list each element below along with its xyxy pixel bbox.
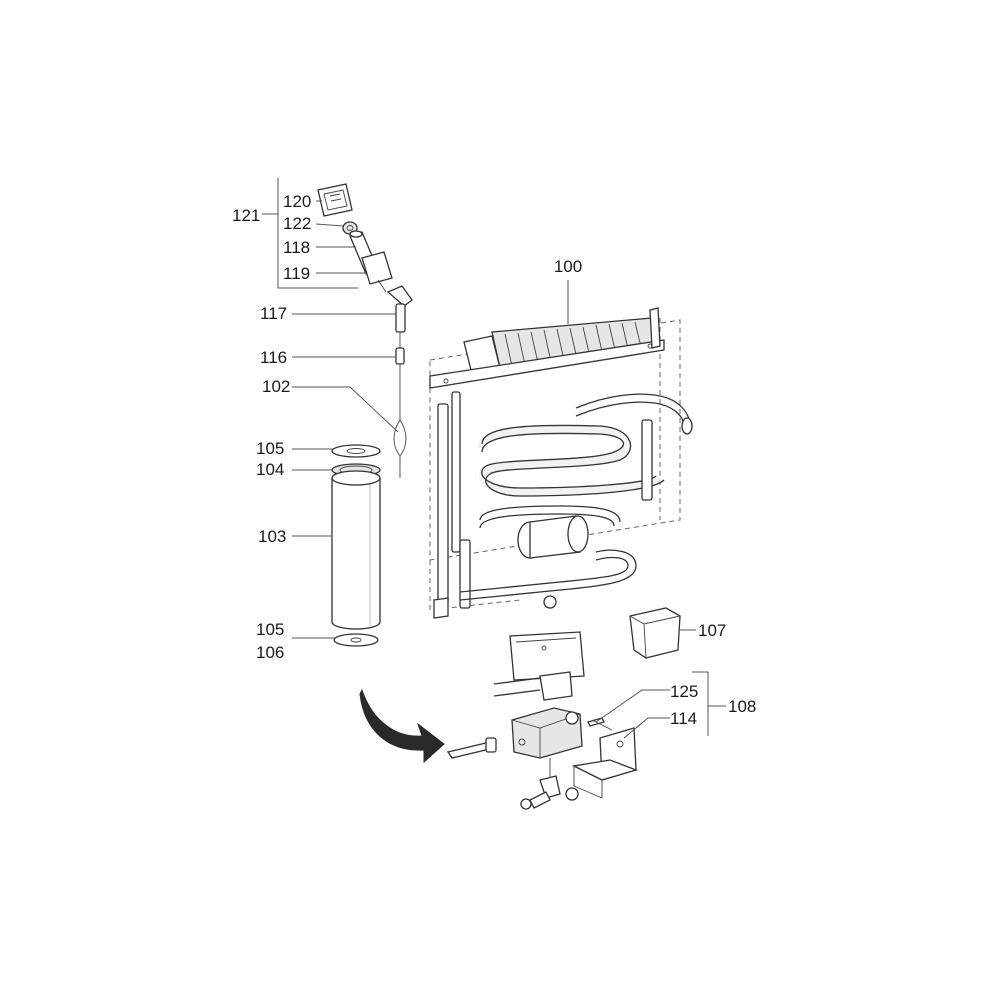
burner-assembly bbox=[446, 631, 585, 810]
part-103-cylinder bbox=[331, 470, 381, 630]
label-104: 104 bbox=[256, 460, 284, 479]
label-102: 102 bbox=[262, 377, 290, 396]
label-122: 122 bbox=[283, 214, 311, 233]
part-102-cable bbox=[393, 364, 407, 478]
part-120-plate bbox=[317, 183, 353, 217]
label-121: 121 bbox=[232, 206, 260, 225]
part-106-bottom-disc bbox=[333, 633, 379, 647]
label-125: 125 bbox=[670, 682, 698, 701]
part-117-electrode bbox=[386, 285, 413, 333]
part-100-cooling-unit bbox=[429, 307, 693, 619]
label-116: 116 bbox=[260, 348, 287, 367]
label-103: 103 bbox=[258, 527, 286, 546]
label-107: 107 bbox=[698, 621, 726, 640]
absorber-vessel bbox=[517, 515, 589, 559]
evaporator-coils bbox=[477, 393, 693, 529]
part-116-connector bbox=[395, 332, 405, 365]
part-121-assembly bbox=[262, 178, 393, 293]
leader-125 bbox=[595, 689, 670, 723]
bracket-121 bbox=[277, 178, 358, 289]
label-106: 106 bbox=[256, 643, 284, 662]
label-119: 119 bbox=[283, 264, 310, 283]
leader-114 bbox=[623, 717, 670, 739]
label-108: 108 bbox=[728, 697, 756, 716]
label-105-bottom: 105 bbox=[256, 620, 284, 639]
assembly-arrow-icon bbox=[359, 688, 445, 764]
label-114: 114 bbox=[670, 709, 697, 728]
part-114-plate bbox=[571, 727, 639, 799]
part-119-holder bbox=[361, 251, 393, 293]
label-118: 118 bbox=[283, 238, 310, 257]
label-120: 120 bbox=[283, 192, 311, 211]
label-105-top: 105 bbox=[256, 439, 284, 458]
leader-102 bbox=[292, 386, 399, 433]
part-105-top-disc bbox=[331, 444, 381, 458]
label-117: 117 bbox=[260, 304, 287, 323]
label-100: 100 bbox=[554, 257, 582, 276]
part-107-cover bbox=[629, 607, 681, 659]
bracket-108 bbox=[692, 671, 709, 736]
leader-122 bbox=[315, 223, 344, 227]
